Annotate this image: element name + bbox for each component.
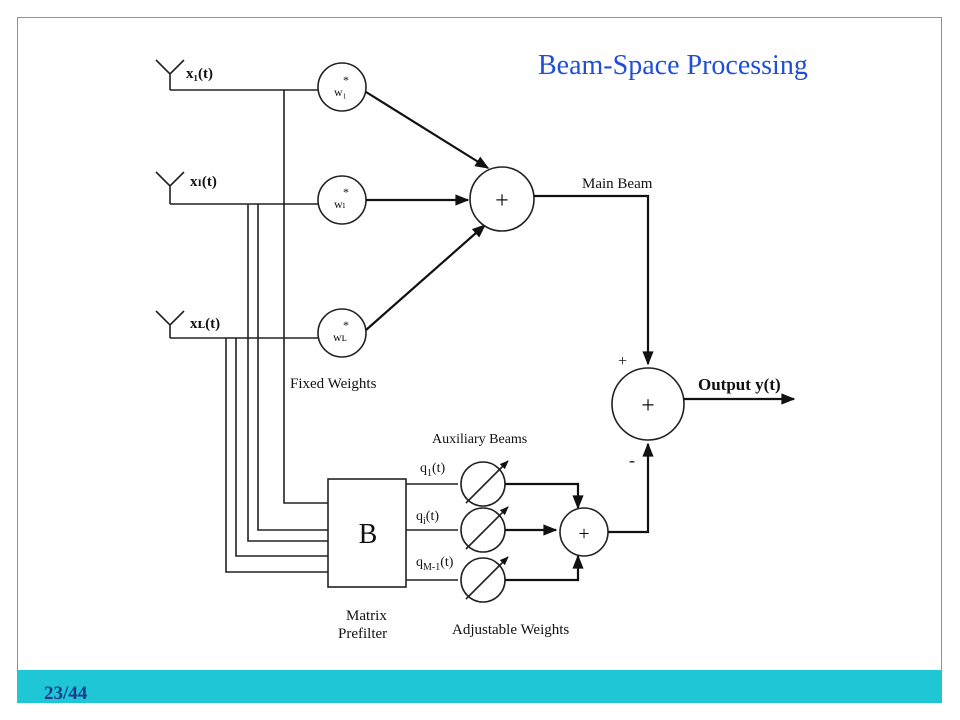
aux-output-label-i: qi(t) (416, 509, 439, 527)
weight-label-L: wʟ (333, 330, 347, 344)
tap-line-L2 (225, 338, 328, 573)
auxiliary-beams-label: Auxiliary Beams (432, 432, 527, 447)
fixed-weights-label: Fixed Weights (290, 376, 377, 392)
antenna-L (155, 310, 185, 338)
tap-line-L1 (235, 338, 328, 557)
weight-sup-l: * (343, 185, 349, 199)
adjustable-weight-1 (460, 460, 509, 507)
aux-sum-symbol: + (578, 523, 589, 545)
adjustable-weight-i (460, 506, 509, 553)
weight-label-l: wₗ (334, 197, 346, 211)
arrow-wL-to-sum (365, 224, 487, 331)
matrix-prefilter-block: B (327, 478, 407, 588)
footer-bar (17, 670, 942, 703)
matrix-prefilter-label-line2: Prefilter (338, 626, 387, 642)
aux-path-1 (505, 482, 584, 510)
main-beam-label: Main Beam (582, 176, 653, 192)
weight-node-L: wʟ * (317, 308, 367, 358)
tap-line-l2 (247, 204, 328, 542)
weight-sup-1: * (343, 73, 349, 87)
aux-output-label-M: qM-1(t) (416, 555, 454, 573)
main-beam-line (534, 194, 654, 366)
output-sum-node: + (611, 367, 685, 441)
adjustable-weights-label: Adjustable Weights (452, 622, 569, 638)
arrow-w1-to-sum (365, 91, 490, 169)
plus-sign: + (618, 353, 627, 370)
minus-sign: - (629, 450, 635, 470)
weight-node-l: wₗ * (317, 175, 367, 225)
main-sum-symbol: + (495, 188, 509, 214)
weight-node-1: w₁ * (317, 62, 367, 112)
tap-line-l1 (257, 204, 328, 531)
aux-sum-to-output (608, 442, 654, 534)
input-label-l: xₗ(t) (190, 174, 217, 190)
input-label-1: x₁(t) (186, 66, 213, 82)
adjustable-weight-M (460, 556, 509, 603)
aux-path-M (505, 554, 584, 582)
main-sum-node: + (469, 166, 535, 232)
input-label-L: xʟ(t) (190, 316, 220, 332)
output-label: Output y(t) (698, 375, 781, 394)
matrix-prefilter-label-line1: Matrix (346, 608, 387, 624)
slide-title: Beam-Space Processing (538, 50, 808, 81)
antenna-l (155, 171, 185, 204)
aux-sum-node: + (559, 507, 609, 557)
aux-output-label-1: q1(t) (420, 461, 446, 479)
page-number: 23/44 (44, 683, 88, 704)
matrix-block-label: B (359, 519, 378, 550)
antenna-1 (155, 59, 185, 90)
tap-line-1 (283, 90, 328, 504)
weight-label-1: w₁ (334, 85, 347, 99)
weight-sup-L: * (343, 318, 349, 332)
output-sum-symbol: + (641, 393, 655, 419)
